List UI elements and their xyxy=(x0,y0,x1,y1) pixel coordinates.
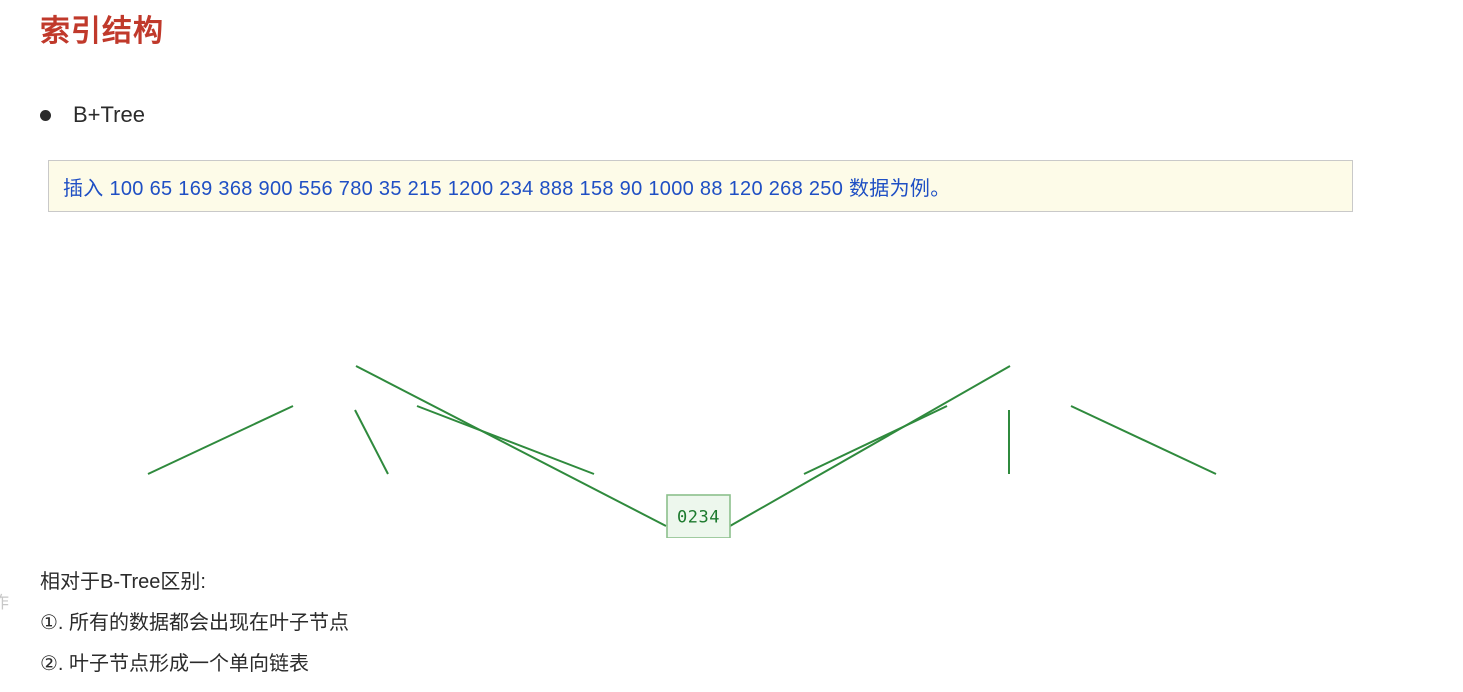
note-box: 插入 100 65 169 368 900 556 780 35 215 120… xyxy=(48,160,1353,212)
edge-internal-left-to-leaf-1 xyxy=(147,405,294,475)
bullet-list: B+Tree xyxy=(40,100,145,130)
tree-node-cell xyxy=(666,494,731,538)
edge-root-to-internal-left xyxy=(355,365,667,527)
bullet-dot-icon xyxy=(40,109,51,121)
edge-internal-left-to-leaf-2 xyxy=(354,409,389,475)
note-text: 插入 100 65 169 368 900 556 780 35 215 120… xyxy=(63,177,951,200)
clipped-edge-text: 作 xyxy=(0,593,9,612)
footer-line-point-2: ②. 叶子节点形成一个单向链表 xyxy=(40,653,310,675)
tree-node-root: 0234 xyxy=(666,494,731,538)
footer-notes: 相对于B-Tree区别: ①. 所有的数据都会出现在叶子节点 ②. 叶子节点形成… xyxy=(40,562,740,685)
footer-line-point-1: ①. 所有的数据都会出现在叶子节点 xyxy=(40,612,350,634)
list-item: B+Tree xyxy=(40,100,145,130)
footer-line-intro: 相对于B-Tree区别: xyxy=(40,571,206,593)
tree-node-key: 0234 xyxy=(677,508,720,528)
edge-internal-right-to-leaf-4 xyxy=(803,405,948,475)
page-title: 索引结构 xyxy=(40,15,164,48)
edge-internal-right-to-leaf-6 xyxy=(1070,405,1217,475)
list-item-label: B+Tree xyxy=(73,102,145,127)
edge-internal-left-to-leaf-3 xyxy=(416,405,595,475)
edge-root-to-internal-right xyxy=(729,365,1011,527)
